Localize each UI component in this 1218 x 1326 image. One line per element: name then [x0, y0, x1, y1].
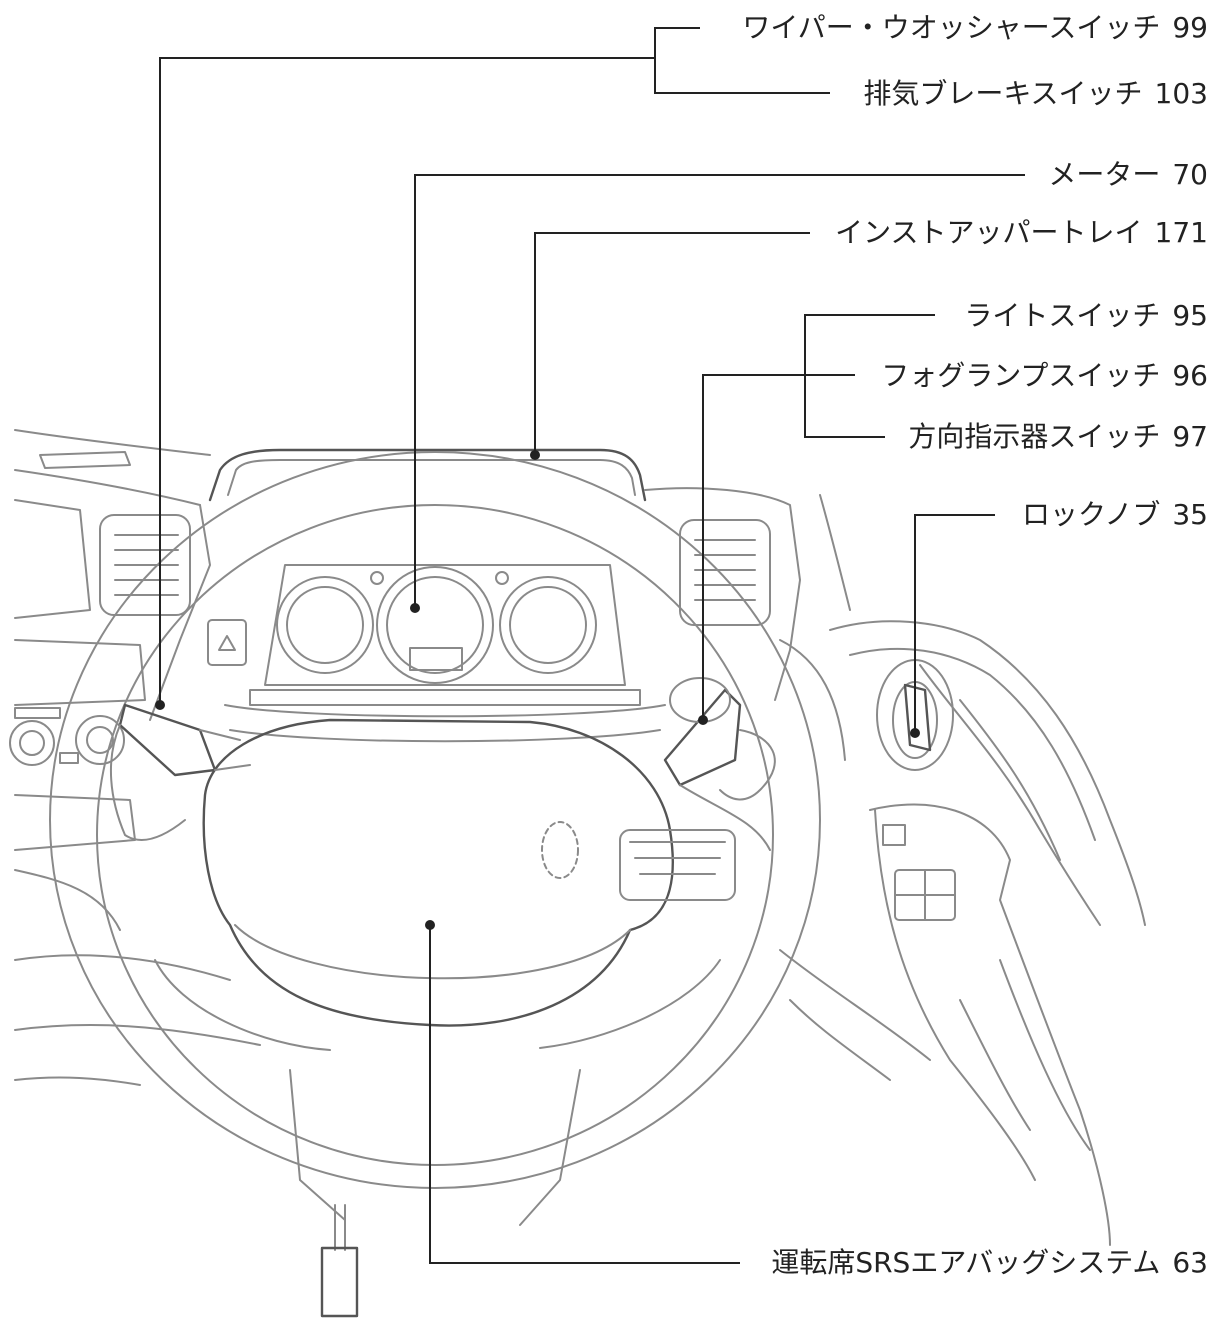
- callout-exhaust-brake-switch: 排気ブレーキスイッチ 103: [863, 78, 1208, 110]
- callout-page: 96: [1172, 360, 1208, 392]
- steering-column: [290, 1070, 580, 1316]
- window-switch-panel: [870, 804, 1110, 1245]
- callout-page: 70: [1172, 159, 1208, 191]
- steering-hub: [155, 720, 735, 1050]
- pointer-dot-upper-tray: [530, 450, 540, 460]
- callout-label: フォグランプスイッチ: [881, 359, 1160, 392]
- steering-wheel: [50, 452, 820, 1188]
- callout-fog-lamp-switch: フォグランプスイッチ 96: [881, 360, 1208, 392]
- callout-lock-knob: ロックノブ 35: [1022, 499, 1208, 531]
- upper-tray: [210, 450, 645, 500]
- callout-light-switch: ライトスイッチ 95: [964, 300, 1208, 332]
- callout-label: 排気ブレーキスイッチ: [863, 77, 1142, 110]
- callout-page: 95: [1172, 300, 1208, 332]
- callout-page: 99: [1172, 12, 1208, 44]
- door-panel: [780, 621, 1145, 925]
- callout-label: 運転席SRSエアバッグシステム: [771, 1246, 1160, 1279]
- callout-label: ライトスイッチ: [964, 299, 1160, 332]
- pointer-dot-airbag: [425, 920, 435, 930]
- leader-wiper: [160, 28, 700, 705]
- pointer-dot-lock-knob: [910, 728, 920, 738]
- callout-label: インストアッパートレイ: [835, 216, 1142, 249]
- callout-page: 97: [1172, 421, 1208, 453]
- leader-lines: [155, 28, 1025, 1263]
- callout-page: 35: [1172, 499, 1208, 531]
- callout-label: ワイパー・ウオッシャースイッチ: [742, 11, 1160, 44]
- light-stalk: [665, 678, 775, 850]
- pointer-dot-fog: [698, 715, 708, 725]
- callout-meter: メーター 70: [1048, 159, 1208, 191]
- hazard-button: [208, 620, 246, 665]
- callout-wiper-washer-switch: ワイパー・ウオッシャースイッチ 99: [742, 12, 1208, 44]
- callout-driver-srs-airbag: 運転席SRSエアバッグシステム 63: [771, 1247, 1208, 1279]
- callout-page: 171: [1155, 217, 1208, 249]
- meter-cluster: [225, 565, 665, 741]
- callout-label: メーター: [1048, 158, 1160, 191]
- callout-label: ロックノブ: [1022, 498, 1160, 531]
- callout-label: 方向指示器スイッチ: [908, 420, 1160, 453]
- pointer-dot-meter: [410, 603, 420, 613]
- callout-turn-signal-switch: 方向指示器スイッチ 97: [908, 421, 1208, 453]
- leader-upper-tray: [535, 233, 810, 455]
- left-air-vent: [100, 515, 190, 615]
- callout-page: 103: [1155, 78, 1208, 110]
- leader-exhaust-brake: [655, 58, 830, 93]
- right-dashboard: [645, 488, 850, 700]
- callout-upper-tray: インストアッパートレイ 171: [835, 217, 1208, 249]
- dashboard-outline: [15, 430, 260, 1045]
- pointer-dot-wiper: [155, 700, 165, 710]
- callout-page: 63: [1172, 1247, 1208, 1279]
